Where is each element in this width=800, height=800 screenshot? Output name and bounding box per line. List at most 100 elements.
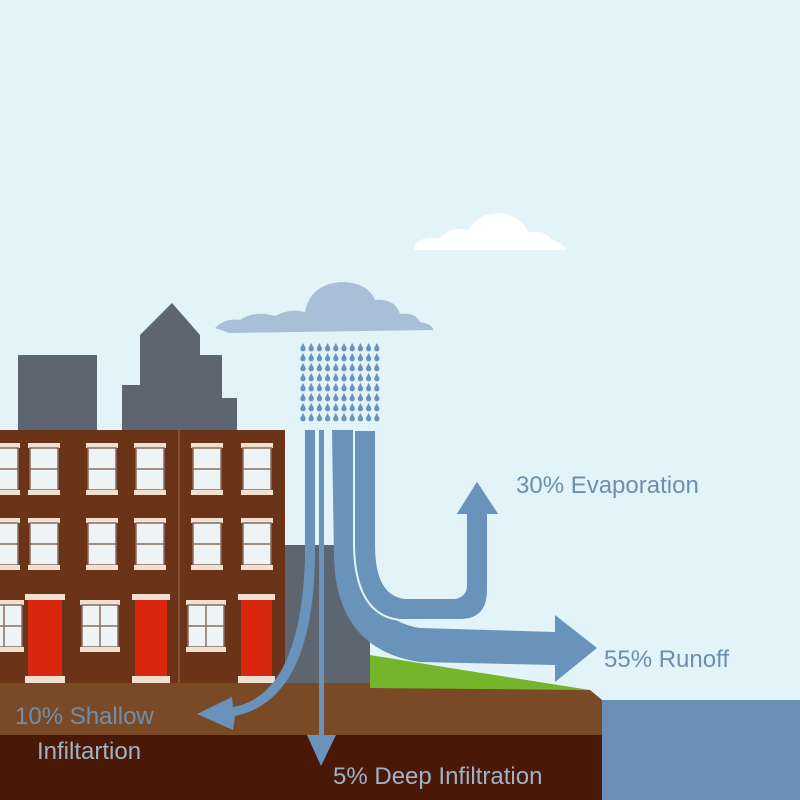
raindrop bbox=[324, 383, 331, 392]
raindrop bbox=[341, 343, 347, 352]
raindrop bbox=[316, 403, 323, 412]
window bbox=[134, 443, 166, 495]
evaporation-label: 30% Evaporation bbox=[516, 472, 699, 499]
raindrop bbox=[374, 383, 380, 392]
raindrop bbox=[300, 383, 306, 392]
shallow-infiltration-label-line1: 10% Shallow bbox=[15, 703, 154, 730]
raindrop bbox=[357, 373, 364, 382]
raindrop bbox=[300, 373, 306, 382]
raindrop bbox=[300, 353, 306, 362]
raindrop bbox=[349, 363, 355, 372]
raindrop bbox=[324, 353, 331, 362]
raindrop bbox=[324, 343, 331, 352]
raindrop bbox=[357, 413, 364, 422]
water-body bbox=[598, 700, 800, 800]
raindrop bbox=[341, 373, 347, 382]
raindrop bbox=[300, 413, 306, 422]
raindrop bbox=[349, 383, 355, 392]
raindrop bbox=[357, 383, 364, 392]
raindrop bbox=[357, 353, 364, 362]
rain-cloud bbox=[215, 282, 433, 333]
raindrop bbox=[300, 393, 306, 402]
raindrop bbox=[333, 373, 339, 382]
raindrop bbox=[316, 383, 323, 392]
raindrop bbox=[300, 363, 306, 372]
raindrop bbox=[341, 403, 347, 412]
raindrop bbox=[333, 403, 339, 412]
raindrop bbox=[341, 413, 347, 422]
raindrop bbox=[316, 363, 323, 372]
raindrop bbox=[374, 363, 380, 372]
raindrop bbox=[349, 413, 355, 422]
raindrop bbox=[374, 413, 380, 422]
raindrop bbox=[333, 383, 339, 392]
raindrop bbox=[308, 363, 314, 372]
raindrop bbox=[308, 393, 314, 402]
raindrop bbox=[341, 393, 347, 402]
raindrop bbox=[374, 403, 380, 412]
window bbox=[28, 443, 60, 495]
window bbox=[191, 443, 223, 495]
raindrop bbox=[308, 343, 314, 352]
raindrop bbox=[308, 403, 314, 412]
raindrop bbox=[349, 373, 355, 382]
raindrop bbox=[333, 393, 339, 402]
window bbox=[86, 518, 118, 570]
window bbox=[191, 518, 223, 570]
raindrop bbox=[308, 373, 314, 382]
raindrop bbox=[365, 383, 372, 392]
raindrop bbox=[349, 353, 355, 362]
deep-infiltration-arrow bbox=[307, 430, 336, 766]
raindrop bbox=[357, 403, 364, 412]
deep-soil bbox=[0, 735, 602, 800]
raindrop bbox=[341, 353, 347, 362]
raindrop bbox=[300, 343, 306, 352]
raindrop bbox=[308, 353, 314, 362]
raindrop bbox=[365, 413, 372, 422]
window bbox=[0, 518, 20, 570]
raindrop bbox=[349, 393, 355, 402]
raindrop bbox=[333, 343, 339, 352]
evaporation-arrow bbox=[353, 429, 502, 621]
raindrop bbox=[324, 413, 331, 422]
doors bbox=[25, 594, 275, 683]
raindrop bbox=[357, 393, 364, 402]
window bbox=[28, 518, 60, 570]
raindrop bbox=[365, 403, 372, 412]
raindrop bbox=[365, 343, 372, 352]
raindrop bbox=[374, 393, 380, 402]
raindrop bbox=[316, 393, 323, 402]
raindrop bbox=[324, 393, 331, 402]
runoff-label: 55% Runoff bbox=[604, 646, 729, 673]
raindrop bbox=[365, 373, 372, 382]
raindrop bbox=[333, 363, 339, 372]
window bbox=[134, 518, 166, 570]
raindrop bbox=[349, 343, 355, 352]
topsoil bbox=[0, 683, 602, 736]
background-buildings bbox=[18, 303, 370, 685]
raindrop bbox=[308, 383, 314, 392]
raindrop bbox=[300, 403, 306, 412]
shallow-infiltration-label-line2: Infiltartion bbox=[37, 738, 142, 765]
raindrop bbox=[316, 353, 323, 362]
raindrop bbox=[349, 403, 355, 412]
window bbox=[0, 443, 20, 495]
raindrop bbox=[341, 383, 347, 392]
raindrop bbox=[333, 353, 339, 362]
raindrop bbox=[374, 373, 380, 382]
raindrop bbox=[333, 413, 339, 422]
window bbox=[241, 443, 273, 495]
raindrop bbox=[324, 403, 331, 412]
window bbox=[86, 443, 118, 495]
window bbox=[241, 518, 273, 570]
raindrop bbox=[324, 363, 331, 372]
deep-infiltration-label: 5% Deep Infiltration bbox=[333, 763, 543, 790]
white-cloud bbox=[415, 213, 566, 250]
flow-arrows bbox=[197, 429, 597, 766]
windows bbox=[0, 443, 273, 652]
raindrop bbox=[357, 363, 364, 372]
raindrop bbox=[316, 413, 323, 422]
raindrop bbox=[357, 343, 364, 352]
raindrops bbox=[300, 343, 380, 422]
